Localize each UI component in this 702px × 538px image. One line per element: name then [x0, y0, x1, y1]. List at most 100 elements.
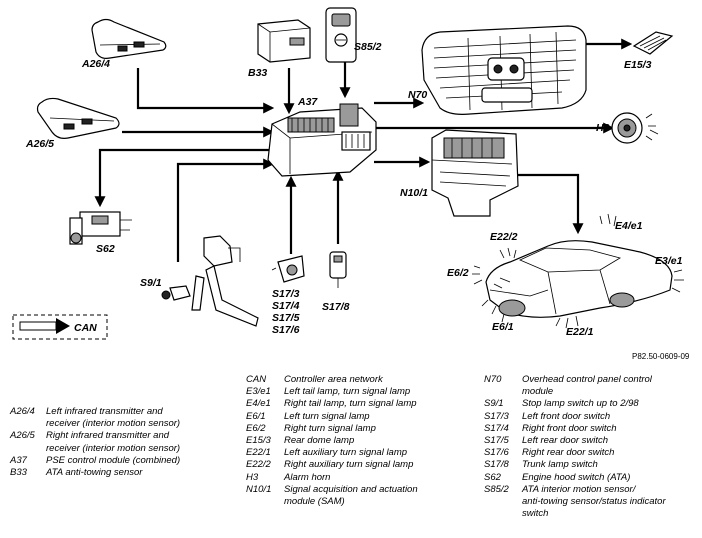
legend-desc: Engine hood switch (ATA)	[522, 471, 631, 483]
label-s17-8: S17/8	[322, 301, 350, 313]
legend-desc: Overhead control panel control	[522, 374, 652, 385]
pse-control-module	[267, 103, 377, 177]
label-e6-1: E6/1	[492, 321, 514, 333]
legend-code: E4/e1	[246, 398, 271, 410]
overhead-control-panel	[421, 25, 587, 115]
legend-desc: Right tail lamp, turn signal lamp	[284, 398, 417, 410]
legend-code	[484, 496, 522, 508]
engine-hood-switch	[69, 211, 132, 245]
legend-desc: Left turn signal lamp	[284, 410, 370, 422]
legend-desc: Alarm horn	[284, 471, 331, 483]
legend-desc: receiver (interior motion sensor)	[46, 442, 181, 454]
stop-lamp-switch-pedal	[161, 235, 259, 327]
legend-code: S17/8	[484, 459, 509, 471]
label-a26-4: A26/4	[81, 58, 110, 70]
door-switch	[271, 255, 305, 283]
sam-module	[431, 129, 519, 217]
rear-dome-lamp	[632, 31, 674, 55]
legend-desc: module (SAM)	[284, 496, 345, 508]
legend-code	[10, 418, 46, 430]
legend-left: A26/4 Left infrared transmitter and recei…	[10, 406, 225, 479]
legend-right: N70 Overhead control panel control module…	[484, 374, 696, 520]
legend-code	[10, 443, 46, 455]
legend-desc: receiver (interior motion sensor)	[46, 418, 181, 430]
legend-code: E3/e1	[246, 386, 271, 398]
label-s17-3: S17/3	[272, 288, 300, 300]
anti-towing-sensor	[257, 19, 311, 63]
label-e22-2: E22/2	[490, 231, 518, 243]
legend-code	[484, 508, 522, 520]
legend-desc: Left rear door switch	[522, 435, 609, 447]
label-can: CAN	[74, 322, 97, 334]
legend-desc: Stop lamp switch up to 2/98	[522, 398, 639, 410]
legend-desc: Left infrared transmitter and	[46, 406, 163, 417]
label-e3-e1: E3/e1	[655, 255, 683, 267]
legend-desc: Signal acquisition and actuation	[284, 483, 418, 495]
legend-code: E15/3	[246, 435, 271, 447]
label-s17-6: S17/6	[272, 324, 300, 336]
wire-a26-4-to-a37	[136, 68, 275, 114]
label-s17-5: S17/5	[272, 312, 300, 324]
legend-desc: Rear dome lamp	[284, 435, 355, 447]
legend-desc: Right turn signal lamp	[284, 422, 376, 434]
legend-code: S85/2	[484, 483, 509, 495]
legend-desc: Right auxiliary turn signal lamp	[284, 459, 414, 471]
wire-a37-to-s62	[94, 148, 272, 208]
label-s17-4: S17/4	[272, 300, 300, 312]
legend-middle: CAN Controller area network E3/e1 Left tai…	[246, 374, 476, 508]
trunk-lamp-switch	[329, 251, 347, 288]
legend-desc: module	[522, 386, 554, 398]
wire-n10-1-to-vehicle	[518, 173, 584, 235]
vehicle-illustration	[472, 213, 684, 329]
label-e22-1: E22/1	[566, 326, 594, 338]
legend-code: E6/2	[246, 422, 266, 434]
legend-desc: switch	[522, 508, 549, 520]
label-n10-1: N10/1	[400, 187, 428, 199]
legend-code: H3	[246, 471, 259, 483]
label-a37: A37	[297, 96, 318, 108]
legend-desc: Right infrared transmitter and	[46, 430, 170, 442]
legend-desc: ATA interior motion sensor/	[522, 483, 636, 495]
legend-code: A26/5	[10, 430, 35, 442]
legend-code: A26/4	[10, 406, 35, 417]
legend-code: S62	[484, 471, 501, 483]
legend-code: B33	[10, 467, 27, 479]
legend-desc: Right front door switch	[522, 422, 617, 434]
legend-code: E22/2	[246, 459, 271, 471]
legend-code: A37	[10, 454, 27, 466]
left-infrared-sensor	[91, 18, 167, 59]
label-h3: H3	[596, 122, 610, 134]
can-legend-key	[12, 314, 108, 340]
legend-code: S17/3	[484, 410, 509, 422]
legend-desc: Right rear door switch	[522, 447, 615, 459]
legend-desc: Trunk lamp switch	[522, 459, 598, 471]
label-e15-3: E15/3	[624, 59, 652, 71]
label-s62: S62	[96, 243, 115, 255]
legend-desc: PSE control module (combined)	[46, 454, 181, 466]
legend-code: S17/6	[484, 447, 509, 459]
legend-desc: Left auxiliary turn signal lamp	[284, 447, 408, 459]
label-s85-2: S85/2	[354, 41, 382, 53]
label-s9-1: S9/1	[140, 277, 162, 289]
legend-code: E22/1	[246, 447, 271, 459]
legend-code: N70	[484, 374, 502, 385]
legend-desc: Controller area network	[284, 374, 383, 385]
figure-id: P82.50-0609-09	[632, 352, 690, 361]
alarm-horn	[611, 112, 659, 144]
legend-code	[484, 386, 522, 398]
status-indicator-switch	[325, 7, 357, 63]
label-n70: N70	[408, 89, 427, 101]
label-e4-e1: E4/e1	[615, 220, 643, 232]
legend-desc: Left front door switch	[522, 410, 611, 422]
legend-desc: Left tail lamp, turn signal lamp	[284, 386, 411, 398]
legend-code: S17/4	[484, 422, 509, 434]
label-a26-5: A26/5	[25, 138, 54, 150]
right-infrared-sensor	[36, 97, 120, 139]
legend-code: E6/1	[246, 410, 266, 422]
legend-code: N10/1	[246, 483, 272, 495]
legend-code: CAN	[246, 374, 267, 385]
label-b33: B33	[248, 67, 267, 79]
legend-code: S17/5	[484, 435, 509, 447]
label-e6-2: E6/2	[447, 267, 469, 279]
